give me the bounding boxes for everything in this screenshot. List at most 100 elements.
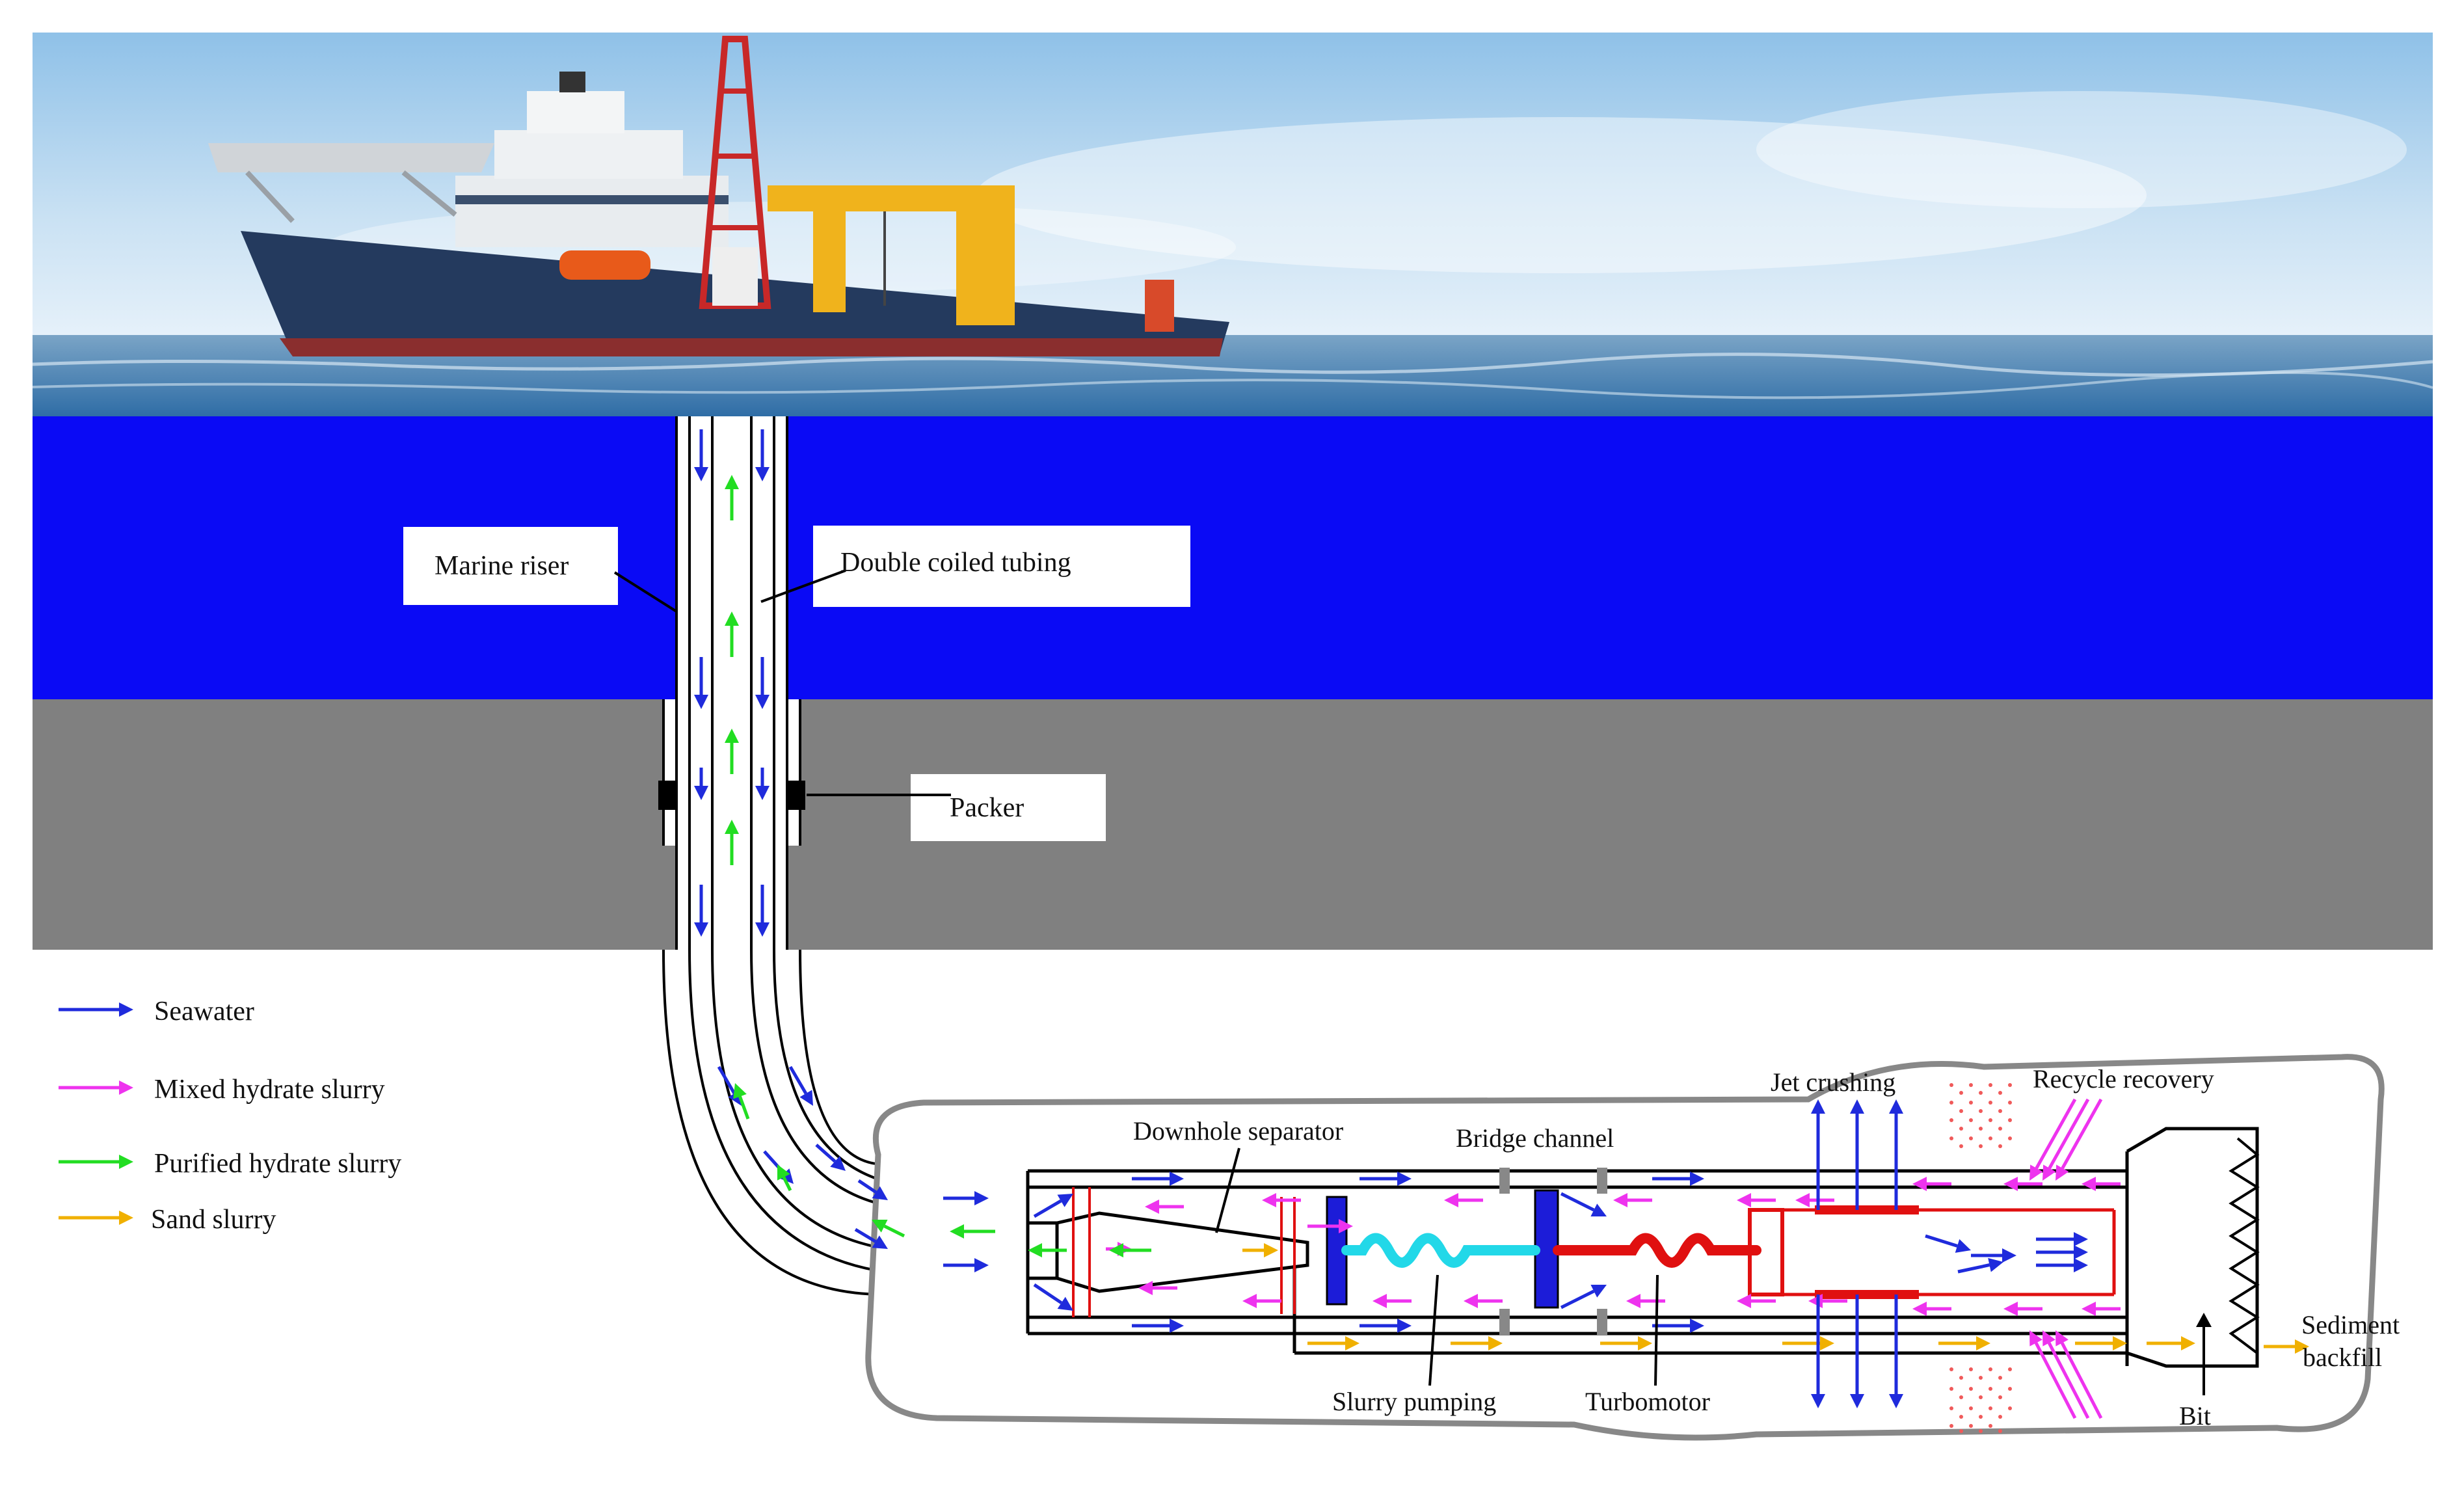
label-packer: Packer	[950, 793, 1024, 823]
seawater-arrow	[1850, 1294, 1864, 1408]
mixed-slurry-arrow	[2082, 1302, 2121, 1316]
leader-bit-arrowhead	[2196, 1313, 2212, 1327]
mixed-slurry-arrow	[2082, 1177, 2121, 1191]
mixed-slurry-arrow	[1737, 1193, 1776, 1207]
purified-slurry-arrow	[725, 820, 739, 865]
seawater-arrow	[1033, 1194, 1073, 1218]
label-downhole-separator: Downhole separator	[1133, 1116, 1343, 1146]
legend-label-purified-hydrate-slurry: Purified hydrate slurry	[154, 1149, 401, 1179]
mixed-slurry-arrow	[2042, 1098, 2090, 1181]
label-double-coiled-tubing: Double coiled tubing	[840, 548, 1071, 578]
seawater-arrow	[755, 429, 770, 481]
legend-label-mixed-hydrate-slurry: Mixed hydrate slurry	[154, 1075, 385, 1105]
legend-item-purified-hydrate-slurry: Purified hydrate slurry	[59, 1149, 401, 1179]
sand-slurry-arrow	[1307, 1336, 1359, 1350]
mixed-slurry-arrow	[1373, 1294, 1412, 1308]
legend-swatch-mixed-hydrate-slurry	[59, 1080, 133, 1095]
seawater-arrow	[1850, 1099, 1864, 1210]
legend-item-sand-slurry: Sand slurry	[59, 1205, 276, 1235]
turbomotor-rotor	[1553, 1233, 1761, 1268]
seawater-arrow	[2036, 1245, 2088, 1259]
purified-slurry-arrow	[733, 1083, 750, 1120]
seawater-arrow	[788, 1066, 813, 1106]
seawater-arrow	[1359, 1319, 1412, 1333]
legend-label-sand-slurry: Sand slurry	[151, 1205, 276, 1235]
legend: Seawater Mixed hydrate slurry Purified h…	[59, 997, 401, 1235]
sand-slurry-arrow	[1600, 1336, 1652, 1350]
label-bridge-channel: Bridge channel	[1456, 1123, 1614, 1153]
legend-arrow	[59, 1002, 133, 1017]
mixed-slurry-arrow	[1307, 1219, 1353, 1233]
downhole-tool	[1026, 1127, 2260, 1368]
legend-arrow	[59, 1155, 133, 1169]
hydrate-particles-top	[1949, 1083, 2012, 1148]
seawater-arrow	[1811, 1099, 1825, 1210]
separator-red-partitions	[1072, 1187, 1296, 1317]
sand-slurry-arrow	[2264, 1339, 2309, 1354]
packer-left	[658, 781, 678, 810]
seawater-arrow	[1957, 1257, 2003, 1274]
seawater-arrow	[854, 1227, 888, 1249]
mixed-slurry-arrow	[1795, 1193, 1834, 1207]
mixed-slurry-arrow	[1613, 1193, 1652, 1207]
mixed-slurry-arrow	[1262, 1193, 1301, 1207]
legend-label-seawater: Seawater	[154, 997, 254, 1026]
sand-slurry-arrow	[2075, 1336, 2127, 1350]
mixed-slurry-arrow	[1737, 1294, 1776, 1308]
seawater-arrow	[755, 885, 770, 937]
purified-slurry-arrow	[777, 1164, 792, 1192]
seawater-arrow	[1925, 1234, 1971, 1253]
seawater-arrow	[1889, 1099, 1903, 1210]
leader-downhole-separator	[1215, 1147, 1240, 1233]
jet-crushing-chamber	[1748, 1205, 2116, 1299]
sand-slurry-arrow	[1782, 1336, 1834, 1350]
seawater-arrow	[2036, 1258, 2088, 1272]
mixed-slurry-arrow	[2029, 1330, 2077, 1419]
mixed-slurry-arrow	[1242, 1294, 1281, 1308]
seawater-arrow	[1132, 1319, 1184, 1333]
mixed-slurry-arrow	[1145, 1200, 1184, 1214]
seawater-arrow	[1652, 1319, 1704, 1333]
sand-slurry-arrow	[1242, 1243, 1278, 1257]
seawater-arrow	[1652, 1172, 1704, 1186]
seawater-arrow	[755, 768, 770, 800]
seawater-arrow	[1359, 1172, 1412, 1186]
mixed-slurry-arrow	[1138, 1281, 1177, 1295]
flow-arrows	[694, 429, 2309, 1419]
mixed-slurry-arrow	[2056, 1330, 2103, 1419]
mixed-slurry-arrow	[1464, 1294, 1503, 1308]
slurry-pump-rotor	[1341, 1233, 1540, 1268]
mixed-slurry-arrow	[1626, 1294, 1665, 1308]
seawater-arrow	[694, 429, 708, 481]
legend-arrow	[59, 1080, 133, 1095]
mixed-slurry-arrow	[2003, 1177, 2042, 1191]
label-marine-riser: Marine riser	[435, 551, 569, 581]
mixed-slurry-arrow	[2042, 1330, 2090, 1419]
purified-slurry-arrow	[725, 611, 739, 657]
leader-turbomotor	[1654, 1274, 1659, 1386]
label-box-marine-riser: Marine riser	[403, 527, 678, 613]
mixed-slurry-arrow	[1444, 1193, 1483, 1207]
seawater-arrow	[1889, 1294, 1903, 1408]
seawater-arrow	[815, 1144, 846, 1171]
mixed-slurry-arrow	[1912, 1302, 1951, 1316]
legend-swatch-purified-hydrate-slurry	[59, 1155, 133, 1169]
label-box-packer: Packer	[807, 774, 1106, 841]
legend-swatch-sand-slurry	[59, 1211, 133, 1225]
bridge-channel-blocks	[1499, 1168, 1607, 1335]
mixed-slurry-arrow	[2056, 1098, 2103, 1181]
legend-swatch-seawater	[59, 1002, 133, 1017]
label-box-double-coiled-tubing: Double coiled tubing	[760, 526, 1190, 607]
seawater-arrow	[1560, 1285, 1607, 1309]
sand-slurry-arrow	[2147, 1336, 2195, 1350]
label-slurry-pumping: Slurry pumping	[1332, 1387, 1496, 1416]
label-recycle-recovery: Recycle recovery	[2033, 1064, 2214, 1093]
seawater-arrow	[1811, 1294, 1825, 1408]
purified-slurry-arrow	[1109, 1243, 1151, 1257]
seawater-arrow	[694, 657, 708, 709]
seawater-arrow	[1560, 1192, 1607, 1216]
sand-slurry-arrow	[1451, 1336, 1503, 1350]
label-bit: Bit	[2179, 1401, 2211, 1430]
seawater-arrow	[1132, 1172, 1184, 1186]
seabed-layer	[33, 699, 2433, 950]
